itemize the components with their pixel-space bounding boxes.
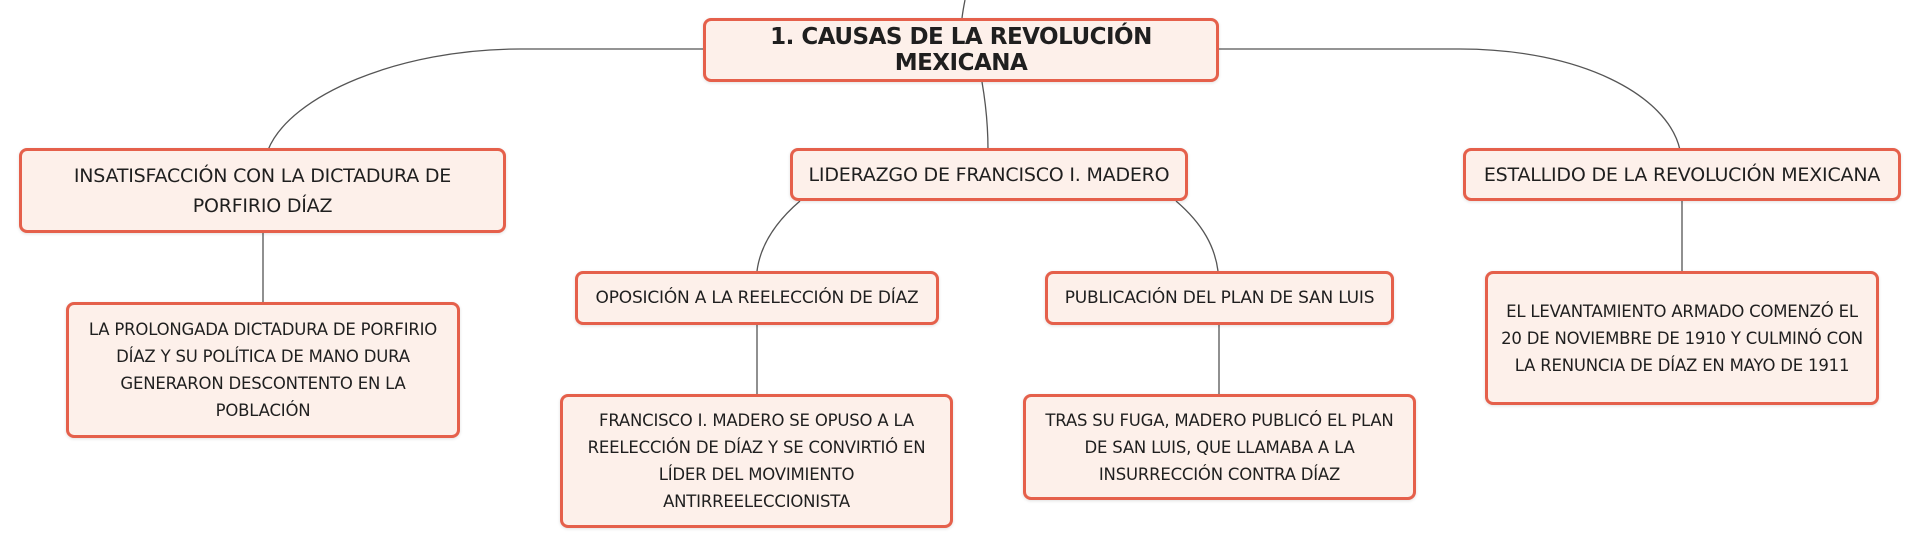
subtopic-oposicion-reeleccion[interactable]: OPOSICIÓN A LA REELECCIÓN DE DÍAZ (575, 271, 939, 325)
branch-insatisfaccion[interactable]: INSATISFACCIÓN CON LA DICTADURA DE PORFI… (19, 148, 506, 233)
connector-root-to-branch-1 (267, 48, 703, 151)
connector-branch-2-to-sub-1 (756, 200, 801, 272)
connector-branch-2-to-sub-2 (1175, 200, 1219, 272)
subtopic-plan-san-luis[interactable]: PUBLICACIÓN DEL PLAN DE SAN LUIS (1045, 271, 1394, 325)
connector-root-incoming (961, 0, 966, 19)
leaf-levantamiento-armado[interactable]: EL LEVANTAMIENTO ARMADO COMENZÓ EL 20 DE… (1485, 271, 1879, 405)
branch-estallido[interactable]: ESTALLIDO DE LA REVOLUCIÓN MEXICANA (1463, 148, 1901, 201)
branch-liderazgo-madero[interactable]: LIDERAZGO DE FRANCISCO I. MADERO (790, 148, 1188, 201)
connector-root-to-branch-3 (1219, 48, 1681, 151)
root-topic[interactable]: 1. CAUSAS DE LA REVOLUCIÓN MEXICANA (703, 18, 1219, 82)
leaf-madero-antirreeleccionista[interactable]: FRANCISCO I. MADERO SE OPUSO A LA REELEC… (560, 394, 953, 528)
leaf-plan-san-luis-insurreccion[interactable]: TRAS SU FUGA, MADERO PUBLICÓ EL PLAN DE … (1023, 394, 1416, 500)
connector-root-to-branch-2 (981, 81, 989, 151)
leaf-dictadura-descontento[interactable]: LA PROLONGADA DICTADURA DE PORFIRIO DÍAZ… (66, 302, 460, 438)
